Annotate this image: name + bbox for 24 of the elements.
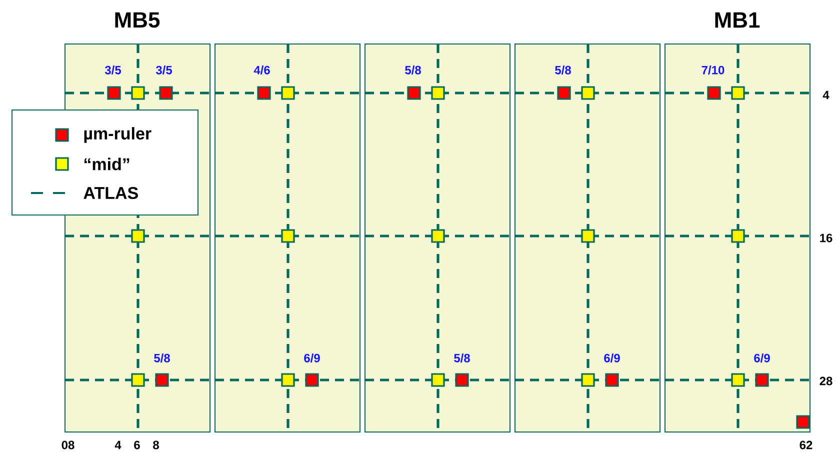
- ratio-label: 6/9: [604, 354, 620, 362]
- position-label: 4: [822, 90, 830, 100]
- position-label: 28: [820, 376, 832, 386]
- position-label: 62: [800, 440, 812, 450]
- ratio-label: 3/5: [156, 66, 172, 74]
- ratio-label: 5/8: [405, 66, 421, 74]
- position-label: 16: [820, 234, 832, 242]
- ratio-label: 3/5: [104, 66, 121, 74]
- ratio-label: 5/8: [555, 66, 571, 74]
- ratio-label: 5/8: [454, 354, 470, 362]
- legend-label: “mid”: [84, 158, 130, 170]
- position-label: 6: [134, 440, 140, 450]
- chamber-label: MB1: [715, 12, 760, 28]
- position-label: 8: [153, 440, 159, 450]
- legend-label: µm-ruler: [84, 127, 152, 143]
- ratio-label: 6/9: [754, 354, 770, 362]
- legend-label: ATLAS: [84, 186, 138, 200]
- ratio-label: 6/9: [304, 354, 320, 362]
- position-label: 08: [62, 440, 74, 450]
- ratio-label: 5/8: [154, 354, 170, 362]
- ratio-label: 4/6: [254, 66, 270, 74]
- ratio-label: 7/10: [702, 66, 724, 74]
- position-label: 4: [114, 440, 122, 450]
- chamber-label: MB5: [115, 12, 160, 28]
